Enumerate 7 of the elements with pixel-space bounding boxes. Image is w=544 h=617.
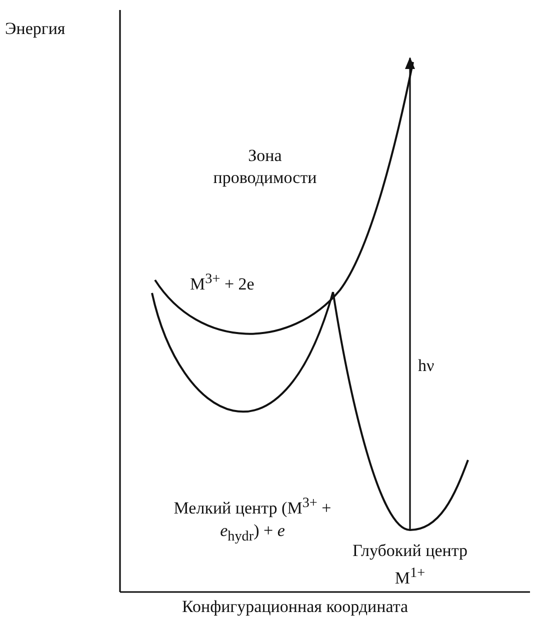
state-label: Глубокий центр M$^{1+}$ xyxy=(351,540,469,590)
axis-label: Конфигурационная координата xyxy=(180,596,410,617)
state-label: Мелкий центр (M$^{3+}$ + e$_{hydr}$) + e xyxy=(172,494,332,546)
region-label: Зона проводимости xyxy=(212,145,318,189)
axis-label: Энергия xyxy=(5,18,66,40)
curve-label: M$^{3+}$ + 2e xyxy=(190,270,256,296)
transition-label: hν xyxy=(418,355,436,377)
